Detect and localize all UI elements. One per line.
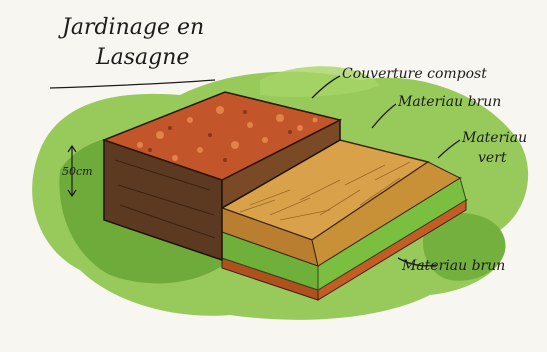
label-compost-cover: Couverture compost [342, 66, 487, 82]
label-brown-material-bottom: Materiau brun [401, 258, 505, 274]
title-line-1: Jardinage en [58, 15, 204, 40]
label-green-material-1: Materiau [461, 130, 527, 146]
label-brown-material-top: Materiau brun [397, 94, 501, 110]
title-line-2: Lasagne [95, 45, 189, 70]
height-label: 50cm [62, 165, 93, 178]
label-green-material-2: vert [478, 150, 507, 166]
